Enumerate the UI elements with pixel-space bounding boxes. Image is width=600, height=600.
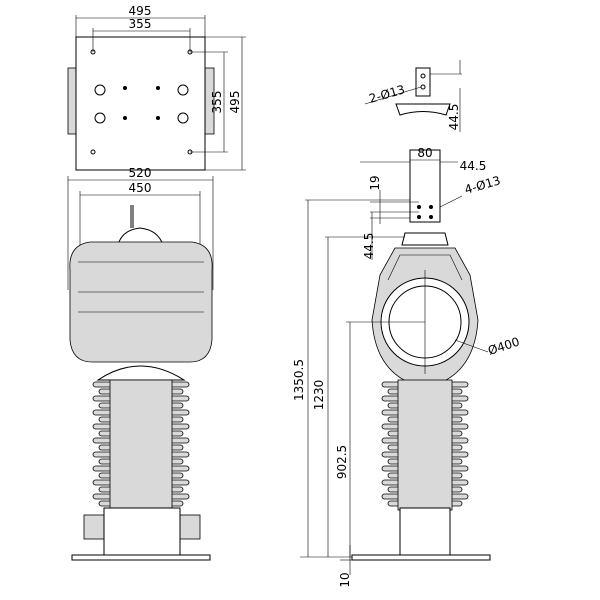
front-base [103,507,181,556]
dim-base-thickness: 10 [338,572,352,587]
dim-bracket-hole-pitch: 19 [368,175,382,190]
side-view: Ø400 80 44.5 4-Ø13 19 44.5 1350.5 1230 9… [292,146,521,588]
side-bracket [409,149,441,223]
dim-bore-diameter: Ø400 [486,335,521,358]
terminal-base [395,103,451,116]
dim-total-height: 1350.5 [292,359,306,401]
dim-terminal-height: 44.5 [447,104,461,131]
terminal-bracket [415,67,431,97]
terminal-rod [130,205,134,228]
top-view: 495 355 355 495 [67,4,246,171]
side-base-plate [351,554,491,561]
dim-bracket-height: 44.5 [362,233,376,260]
dim-bracket-offset: 44.5 [460,159,487,173]
dim-top-height-holes: 355 [210,91,224,114]
top-plate [75,36,206,171]
dim-bracket-width: 80 [417,146,432,160]
dim-top-width-outer: 495 [129,4,152,18]
dim-top-height-outer: 495 [228,91,242,114]
dim-front-width-inner: 450 [129,181,152,195]
terminal-detail: 2-Ø13 44.5 [364,60,462,132]
dim-bracket-holes: 4-Ø13 [463,173,502,197]
head-saddle [96,365,186,381]
dim-head-height: 1230 [312,380,326,411]
head-cap [117,227,164,246]
head-tank [69,241,213,363]
dim-top-width-holes: 355 [129,17,152,31]
front-base-plate [71,554,211,561]
dim-front-width-outer: 520 [129,166,152,180]
side-base [399,507,451,556]
dim-bore-center-height: 902.5 [335,445,349,479]
dim-terminal-holes: 2-Ø13 [367,82,406,106]
front-view: 520 450 [67,166,214,561]
